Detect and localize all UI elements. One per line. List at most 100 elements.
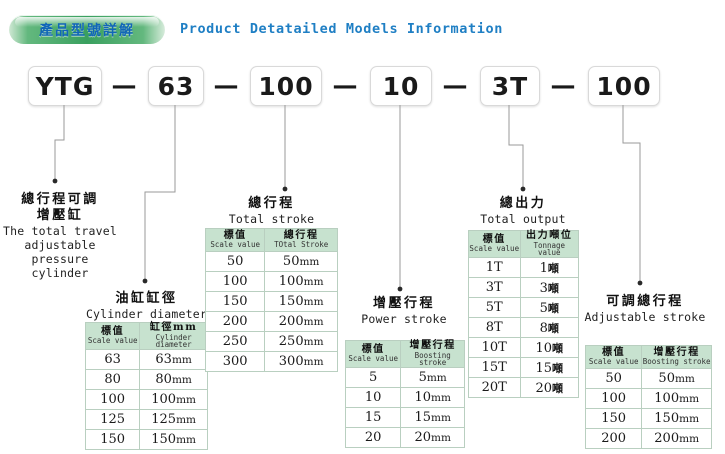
label-power-stroke-en: Power stroke <box>361 312 447 326</box>
table-header-row: 標值 Scale value 總行程 TOtal Stroke <box>204 228 338 252</box>
table-row: 150 150mm <box>584 408 712 429</box>
label-pressure-cylinder: 總行程可調 增壓缸 The total travel adjustable pr… <box>0 192 120 280</box>
table-row: 15 15mm <box>344 407 465 429</box>
cell-value: 63mm <box>139 349 208 371</box>
cell-value: 5噸 <box>519 297 580 319</box>
cell-value: 20mm <box>400 427 465 449</box>
cell-value: 50mm <box>264 251 338 272</box>
cell-value: 50mm <box>641 368 712 389</box>
cell-value: 5mm <box>400 367 465 389</box>
table-header-row: 標值 Scale value 增壓行程 Boosting stroke <box>344 339 465 369</box>
table-row: 63 63mm <box>84 349 208 371</box>
connector-dot-total-stroke <box>282 186 288 192</box>
table-adjustable-stroke: 標值 Scale value 增壓行程 Boosting stroke 50 5… <box>584 345 712 449</box>
cell-value: 80mm <box>139 369 208 391</box>
label-total-stroke-cn: 總行程 <box>248 196 295 211</box>
label-pressure-cylinder-cn2: 增壓缸 <box>36 208 84 223</box>
table-total-output: 標值 Scale value 出力噸位 Tonnage value 1T 1噸 … <box>468 229 580 399</box>
label-cylinder-diameter: 油缸缸徑 Cylinder diameter <box>85 291 208 321</box>
table-header-cell-scale: 標值 Scale value <box>584 345 643 369</box>
table-row: 300 300mm <box>204 351 338 372</box>
connector-dot-adjustable-stroke <box>637 280 643 286</box>
table-row: 5T 5噸 <box>468 297 580 319</box>
label-total-output-en: Total output <box>480 212 566 226</box>
cell-scale: 5 <box>344 367 402 389</box>
cell-scale: 1T <box>468 257 521 279</box>
label-cylinder-diameter-en: Cylinder diameter <box>85 307 208 321</box>
cell-value: 8噸 <box>519 317 580 339</box>
table-row: 50 50mm <box>584 368 712 389</box>
table-power-stroke: 標值 Scale value 增壓行程 Boosting stroke 5 5m… <box>344 339 465 449</box>
connector-dot-pressure-cylinder <box>52 178 58 184</box>
cell-scale: 250 <box>204 331 266 352</box>
table-header-cell-scale: 標值 Scale value <box>468 229 521 259</box>
section-badge: 產品型號詳解 <box>9 15 165 44</box>
cell-value: 150mm <box>641 408 712 429</box>
label-total-output-cn: 總出力 <box>499 196 547 211</box>
table-header-cell-scale: 標值 Scale value <box>84 321 141 351</box>
table-row: 100 100mm <box>204 271 338 292</box>
cell-value: 300mm <box>264 351 338 372</box>
table-header-row: 標值 Scale value 增壓行程 Boosting stroke <box>584 345 712 369</box>
cell-value: 15噸 <box>519 357 580 379</box>
table-row: 10T 10噸 <box>468 337 580 359</box>
cell-scale: 300 <box>204 351 266 372</box>
table-row: 200 200mm <box>584 428 712 449</box>
table-header-cell-scale: 標值 Scale value <box>344 339 402 369</box>
cell-scale: 150 <box>584 408 643 429</box>
cell-value: 200mm <box>264 311 338 332</box>
table-row: 100 100mm <box>584 388 712 409</box>
connector-dot-total-output <box>520 186 526 192</box>
table-row: 1T 1噸 <box>468 257 580 279</box>
cell-scale: 15T <box>468 357 521 379</box>
table-row: 15T 15噸 <box>468 357 580 379</box>
model-segment-2[interactable]: 100 <box>250 66 322 106</box>
table-row: 10 10mm <box>344 387 465 409</box>
cell-scale: 100 <box>84 389 141 411</box>
cell-value: 20噸 <box>519 377 580 399</box>
cell-scale: 3T <box>468 277 521 299</box>
table-cylinder-diameter: 標值 Scale value 缸徑mm Cylinder diameter 63… <box>84 321 208 451</box>
cell-scale: 20T <box>468 377 521 399</box>
label-total-stroke-en: Total stroke <box>228 212 315 226</box>
cell-scale: 125 <box>84 409 141 431</box>
model-separator-0: — <box>111 70 137 100</box>
table-header-cell-scale: 標值 Scale value <box>204 228 266 252</box>
label-adjustable-stroke: 可調總行程 Adjustable stroke <box>578 294 712 324</box>
cell-scale: 200 <box>204 311 266 332</box>
cell-scale: 100 <box>204 271 266 292</box>
label-pressure-cylinder-en1: The total travel <box>3 224 117 238</box>
section-badge-label: 產品型號詳解 <box>39 22 135 39</box>
cell-scale: 50 <box>204 251 266 272</box>
cell-scale: 200 <box>584 428 643 449</box>
cell-value: 10噸 <box>519 337 580 359</box>
table-header-row: 標值 Scale value 出力噸位 Tonnage value <box>468 229 580 259</box>
cell-value: 100mm <box>264 271 338 292</box>
cell-value: 150mm <box>139 429 208 451</box>
table-row: 125 125mm <box>84 409 208 431</box>
cell-value: 200mm <box>641 428 712 449</box>
cell-value: 3噸 <box>519 277 580 299</box>
cell-scale: 8T <box>468 317 521 339</box>
label-pressure-cylinder-en3: pressure cylinder <box>31 252 89 280</box>
table-header-cell-value: 增壓行程 Boosting stroke <box>641 345 712 369</box>
cell-scale: 63 <box>84 349 141 371</box>
model-segment-0[interactable]: YTG <box>28 66 102 106</box>
label-adjustable-stroke-en: Adjustable stroke <box>584 310 706 324</box>
label-total-stroke: 總行程 Total stroke <box>205 196 338 226</box>
model-segment-4[interactable]: 3T <box>480 66 540 106</box>
table-row: 8T 8噸 <box>468 317 580 339</box>
model-segment-1[interactable]: 63 <box>148 66 204 106</box>
table-total-stroke: 標值 Scale value 總行程 TOtal Stroke 50 50mm … <box>204 228 338 372</box>
connector-dot-power-stroke <box>397 286 403 292</box>
table-row: 100 100mm <box>84 389 208 411</box>
table-row: 3T 3噸 <box>468 277 580 299</box>
table-row: 200 200mm <box>204 311 338 332</box>
model-segment-3[interactable]: 10 <box>370 66 432 106</box>
label-total-output: 總出力 Total output <box>468 196 578 226</box>
table-header-cell-value: 出力噸位 Tonnage value <box>519 229 580 259</box>
cell-scale: 150 <box>204 291 266 312</box>
table-row: 150 150mm <box>84 429 208 451</box>
model-segment-5[interactable]: 100 <box>588 66 660 106</box>
label-adjustable-stroke-cn: 可調總行程 <box>606 294 684 309</box>
